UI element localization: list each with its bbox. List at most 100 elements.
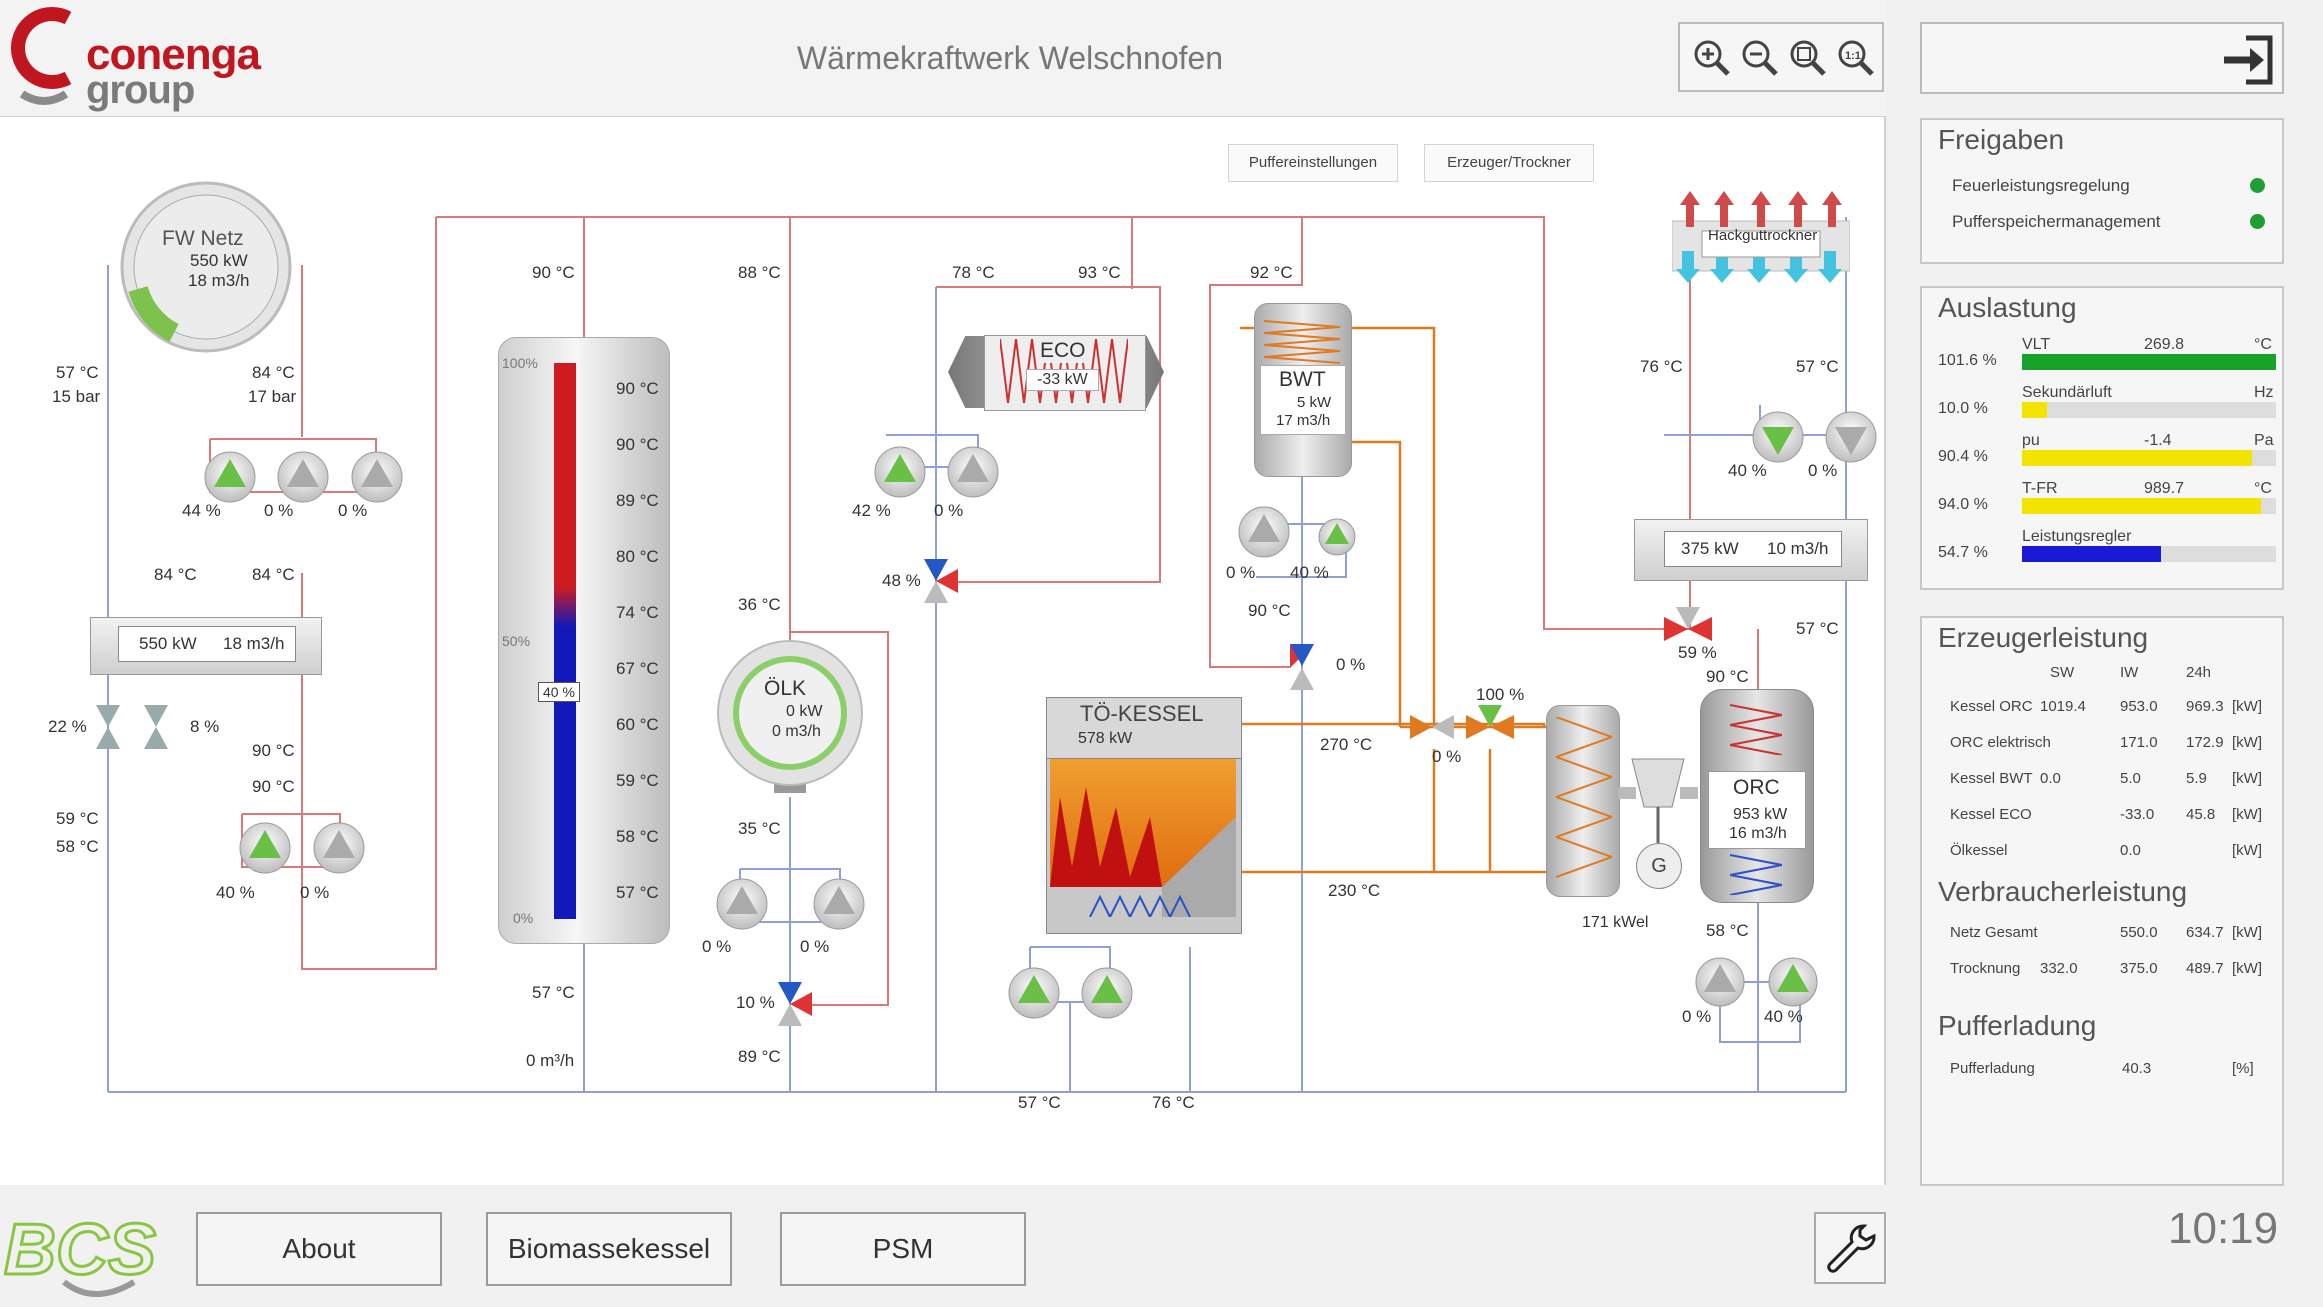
tank-temp: 90 °C (616, 435, 659, 454)
load-name: T-FR (2022, 480, 2058, 497)
sensor-label: 57 °C (1796, 357, 1839, 376)
load-bar (2022, 546, 2276, 562)
bwt-flow: 17 m3/h (1276, 412, 1331, 429)
sensor-label: 57 °C (1796, 619, 1839, 638)
erzeuger-trockner-button[interactable]: Erzeuger/Trockner (1424, 144, 1594, 182)
load-bar (2022, 402, 2276, 418)
bcs-logo-icon: BCS (4, 1209, 158, 1297)
orc-flow: 16 m3/h (1729, 825, 1787, 842)
puffereinstellungen-button[interactable]: Puffereinstellungen (1228, 144, 1398, 182)
zoom-toolbar: 1:1 (1678, 22, 1884, 92)
tank-temp: 80 °C (616, 547, 659, 566)
table-cell: 953.0 (2120, 698, 2158, 715)
hx-right-power: 375 kW (1681, 539, 1739, 558)
load-bar (2022, 450, 2276, 466)
table-cell: [kW] (2232, 770, 2262, 787)
tank-temp: 58 °C (616, 827, 659, 846)
table-cell: [kW] (2232, 698, 2262, 715)
sensor-label: 84 °C (252, 565, 295, 584)
fw-netz-name: FW Netz (162, 227, 244, 250)
sensor-label: 15 bar (52, 387, 101, 406)
table-cell: ORC elektrisch (1950, 734, 2051, 751)
table-cell: Trocknung (1950, 960, 2021, 977)
sensor-label: 84 °C (154, 565, 197, 584)
sensor-label: 10 % (736, 993, 775, 1012)
kessel-power: 578 kW (1078, 730, 1133, 747)
hx-right-readout: 375 kW 10 m3/h (1664, 531, 1842, 567)
hackguttrockner[interactable] (1672, 181, 1850, 291)
table-cell: 634.7 (2186, 924, 2224, 941)
table-cell: 171.0 (2120, 734, 2158, 751)
psm-button[interactable]: PSM (780, 1212, 1026, 1286)
wrench-icon (1827, 1224, 1876, 1273)
eco-name: ECO (1040, 339, 1086, 363)
table-cell: 0.0 (2120, 842, 2141, 859)
zoom-reset-icon[interactable]: 1:1 (1834, 36, 1878, 80)
table-cell: 45.8 (2186, 806, 2216, 823)
hx-left-power: 550 kW (139, 634, 197, 653)
sensor-label: 0 % (1226, 563, 1256, 582)
sensor-label: 90 °C (1706, 667, 1749, 686)
generator-icon[interactable]: G (1636, 843, 1682, 889)
verbraucher-title: Verbraucherleistung (1938, 876, 2188, 907)
sensor-label: 22 % (48, 717, 87, 736)
tank-temp: 90 °C (616, 379, 659, 398)
svg-text:1:1: 1:1 (1845, 50, 1861, 62)
load-unit: Hz (2254, 384, 2274, 401)
olk-boiler[interactable] (716, 639, 864, 799)
buffer-tank[interactable] (498, 337, 670, 944)
table-cell: 5.0 (2120, 770, 2141, 787)
tank-temp: 60 °C (616, 715, 659, 734)
eco-power: -33 kW (1026, 369, 1099, 391)
orc-evaporator[interactable] (1546, 705, 1620, 897)
hx-left-flow: 18 m3/h (223, 634, 285, 653)
logout-icon[interactable] (2220, 32, 2276, 88)
sensor-label: 76 °C (1152, 1093, 1195, 1112)
zoom-fit-icon[interactable] (1786, 36, 1830, 80)
fw-netz-gauge[interactable] (118, 179, 294, 355)
table-cell: [kW] (2232, 806, 2262, 823)
table-cell: Kessel ORC (1950, 698, 2033, 715)
sensor-label: 58 °C (56, 837, 99, 856)
sensor-label: 0 % (800, 937, 830, 956)
load-percent: 10.0 % (1938, 400, 1988, 417)
logo-text-sub: group (86, 68, 195, 112)
eco-coil-icon (1000, 339, 1128, 403)
sensor-label: 93 °C (1078, 263, 1121, 282)
load-percent: 90.4 % (1938, 448, 1988, 465)
turbine-icon[interactable] (1618, 757, 1698, 877)
zoom-out-icon[interactable] (1738, 36, 1782, 80)
sensor-label: 0 % (1808, 461, 1838, 480)
table-cell: 332.0 (2040, 960, 2078, 977)
tank-temp: 74 °C (616, 603, 659, 622)
about-button[interactable]: About (196, 1212, 442, 1286)
sensor-label: 78 °C (952, 263, 995, 282)
load-name: Sekundärluft (2022, 384, 2112, 401)
sensor-label: 59 °C (56, 809, 99, 828)
sensor-label: 88 °C (738, 263, 781, 282)
settings-button[interactable] (1814, 1212, 1886, 1284)
olk-power: 0 kW (786, 703, 823, 720)
freigaben-panel: Freigaben Feuerleistungsregelung Puffers… (1920, 118, 2284, 264)
bwt-power: 5 kW (1297, 394, 1332, 411)
biomassekessel-button[interactable]: Biomassekessel (486, 1212, 732, 1286)
generator-power: 171 kWel (1582, 914, 1649, 931)
sensor-label: 57 °C (56, 363, 99, 382)
sensor-label: 0 % (934, 501, 964, 520)
tank-mix-fill (554, 587, 576, 627)
load-percent: 94.0 % (1938, 496, 1988, 513)
sensor-label: 40 % (1728, 461, 1767, 480)
table-cell: 172.9 (2186, 734, 2224, 751)
sensor-label: 90 °C (532, 263, 575, 282)
bwt-readout: BWT 5 kW 17 m3/h (1260, 365, 1346, 435)
sensor-label: 44 % (182, 501, 221, 520)
load-bar-fill (2022, 498, 2261, 514)
zoom-in-icon[interactable] (1690, 36, 1734, 80)
sensor-label: 0 % (300, 883, 330, 902)
load-percent: 101.6 % (1938, 352, 1997, 369)
hx-right-flow: 10 m3/h (1767, 539, 1829, 558)
sensor-label: 8 % (190, 717, 220, 736)
col-sw: SW (2050, 664, 2075, 681)
sensor-label: 40 % (1290, 563, 1329, 582)
